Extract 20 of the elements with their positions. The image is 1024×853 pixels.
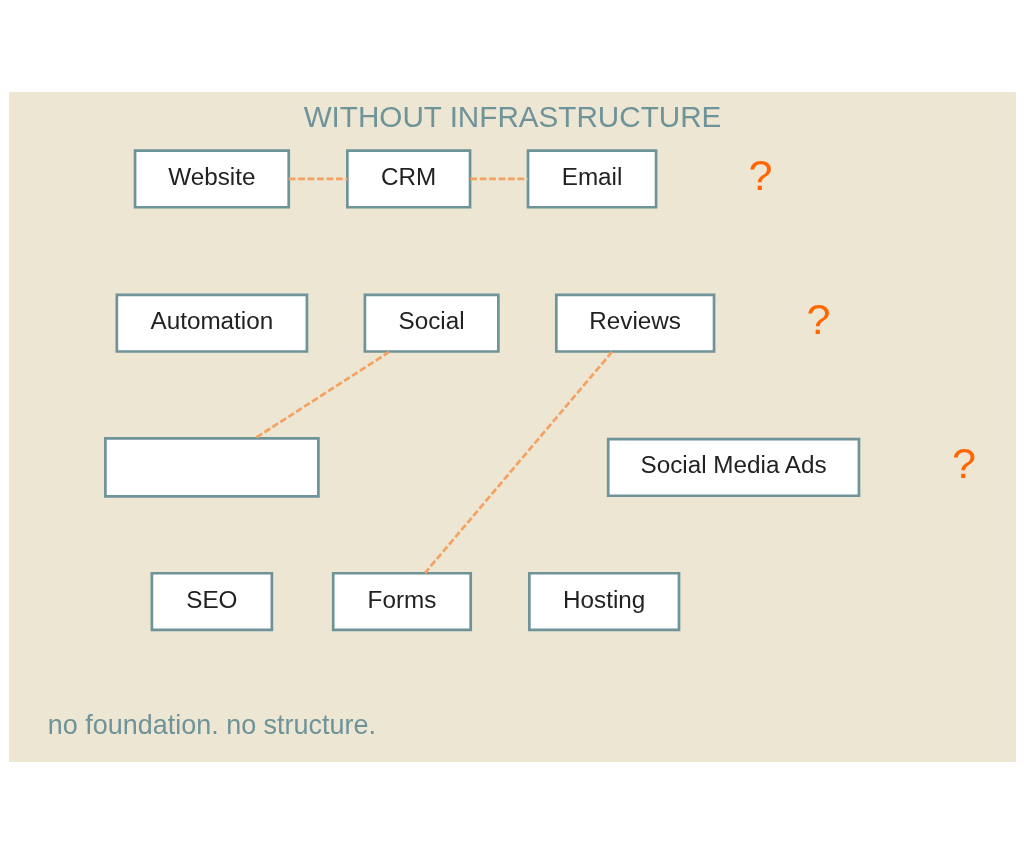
- node-box: Reviews: [554, 293, 715, 353]
- node-box: Forms: [331, 571, 472, 631]
- node-box: Website: [133, 148, 290, 209]
- node-box: Hosting: [527, 571, 680, 631]
- connector: [423, 350, 613, 574]
- node-box: Social: [363, 293, 500, 353]
- node-box: [103, 436, 320, 498]
- node-box: Social Media Ads: [606, 437, 860, 497]
- label: ?: [951, 438, 976, 487]
- caption: no foundation. no structure.: [47, 709, 376, 740]
- label: ?: [806, 294, 830, 343]
- connector: [469, 177, 528, 180]
- diagram-title: WITHOUT INFRASTRUCTURE: [303, 99, 721, 133]
- node-box: Email: [526, 148, 657, 209]
- label: ?: [748, 150, 773, 199]
- node-box: SEO: [150, 571, 273, 631]
- connector: [253, 350, 390, 440]
- node-box: CRM: [345, 148, 471, 209]
- node-box: Automation: [115, 293, 308, 353]
- connector: [288, 177, 347, 180]
